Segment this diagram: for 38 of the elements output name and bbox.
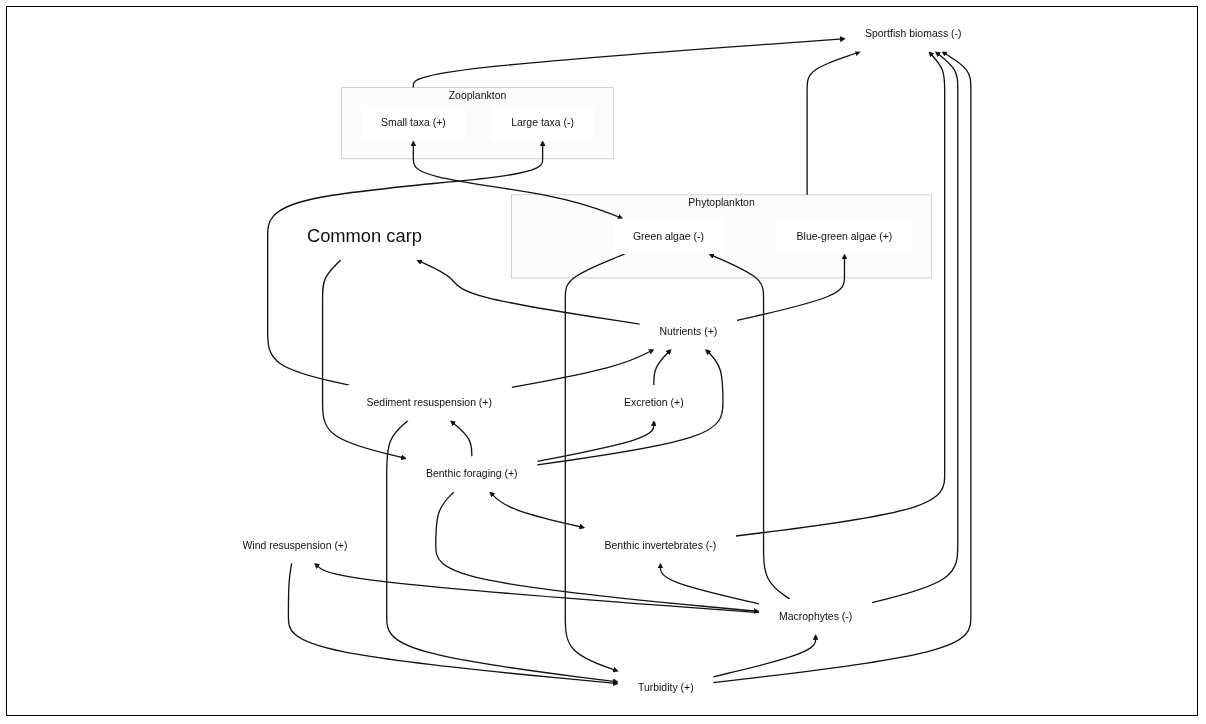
arrow xyxy=(435,491,760,614)
arrow xyxy=(712,51,972,684)
arrow xyxy=(564,253,626,673)
node-text: Large taxa (-) xyxy=(511,117,575,129)
arrow xyxy=(321,259,407,461)
arrow xyxy=(806,50,861,196)
node-text: Benthic foraging (+) xyxy=(425,468,518,480)
arrow xyxy=(410,140,624,220)
arrow xyxy=(287,562,619,686)
arrow xyxy=(735,51,946,537)
node-text: Green algae (-) xyxy=(632,230,704,242)
arrow xyxy=(386,419,619,685)
arrow xyxy=(510,348,655,389)
arrow xyxy=(267,140,546,386)
arrow xyxy=(708,253,791,600)
arrow xyxy=(536,348,724,466)
node-text: Blue-green algae (+) xyxy=(796,230,893,242)
node-text: Macrophytes (-) xyxy=(778,610,853,623)
arrow xyxy=(736,253,848,322)
node-text: Sediment resuspension (+) xyxy=(366,396,492,409)
arrow xyxy=(314,562,760,614)
node-text: Nutrients (+) xyxy=(659,325,718,337)
node-text: Turbidity (+) xyxy=(637,682,694,694)
node-text: Common carp xyxy=(306,225,422,247)
node-text: Excretion (+) xyxy=(624,396,684,409)
node-text: Sportfish biomass (-) xyxy=(864,28,962,40)
arrow xyxy=(412,36,846,89)
node-text: Benthic invertebrates (-) xyxy=(604,539,717,551)
arrow xyxy=(489,491,585,530)
arrow xyxy=(653,348,672,386)
node-text: Wind resuspension (+) xyxy=(242,539,348,551)
arrow xyxy=(712,634,819,678)
arrow xyxy=(450,420,473,458)
arrow xyxy=(657,562,760,605)
arrow xyxy=(871,51,959,604)
node-text: Small taxa (+) xyxy=(380,117,446,129)
arrow xyxy=(416,259,641,325)
arrow xyxy=(536,420,657,462)
